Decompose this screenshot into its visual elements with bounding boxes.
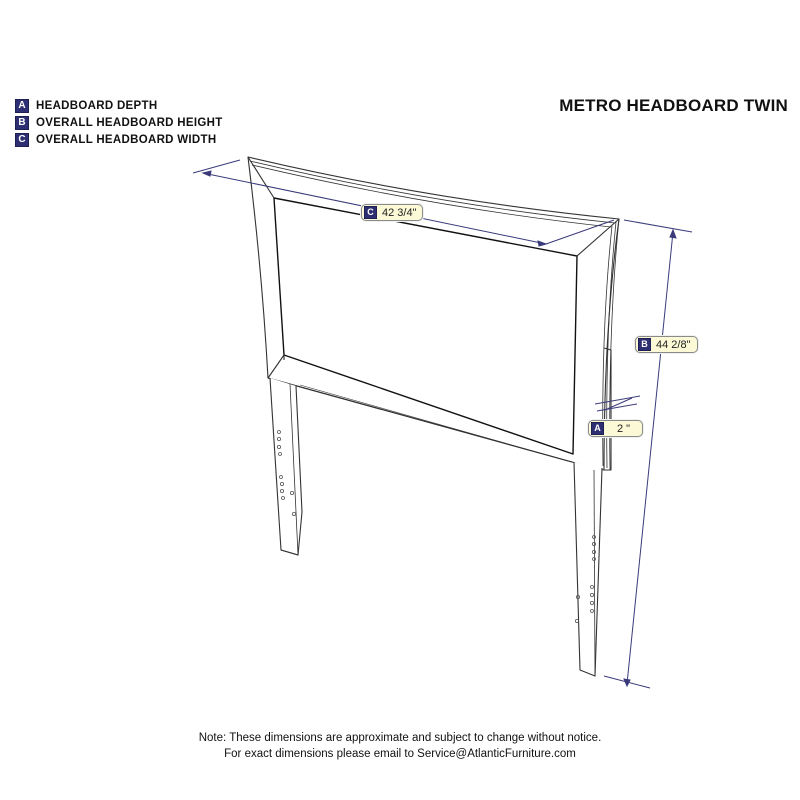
legend-item-depth: A HEADBOARD DEPTH [15, 97, 223, 114]
badge-a: A [591, 422, 604, 435]
legend-label: OVERALL HEADBOARD WIDTH [36, 133, 217, 146]
right-leg [573, 461, 603, 677]
depth-dimension-line [604, 397, 633, 411]
depth-dimension-label: A 2 " [588, 420, 643, 437]
depth-extension-line [594, 395, 641, 405]
inner-panel [273, 197, 578, 455]
legend-item-width: C OVERALL HEADBOARD WIDTH [15, 131, 223, 148]
legend-item-height: B OVERALL HEADBOARD HEIGHT [15, 114, 223, 131]
width-dimension-label: C 42 3/4" [361, 204, 423, 221]
product-title: METRO HEADBOARD TWIN [559, 96, 788, 115]
height-dimension-line [626, 231, 674, 685]
note-line-1: Note: These dimensions are approximate a… [198, 732, 602, 744]
badge-b: B [638, 338, 651, 351]
legend-label: OVERALL HEADBOARD HEIGHT [36, 116, 223, 129]
badge-b: B [15, 115, 29, 130]
disclaimer-note: Note: These dimensions are approximate a… [0, 730, 800, 762]
extension-line-top [623, 219, 693, 233]
height-dimension-label: B 44 2/8" [635, 336, 698, 353]
legend-label: HEADBOARD DEPTH [36, 99, 158, 112]
width-value: 42 3/4" [382, 206, 417, 219]
badge-c: C [15, 132, 29, 147]
dimension-legend: A HEADBOARD DEPTH B OVERALL HEADBOARD HE… [15, 97, 223, 148]
depth-value: 2 " [617, 422, 631, 435]
leg-holes [276, 430, 597, 624]
height-value: 44 2/8" [656, 338, 691, 351]
extension-line-left [192, 159, 241, 174]
badge-c: C [364, 206, 377, 219]
left-leg [269, 377, 303, 556]
note-line-2: For exact dimensions please email to Ser… [224, 748, 576, 760]
badge-a: A [15, 98, 29, 113]
